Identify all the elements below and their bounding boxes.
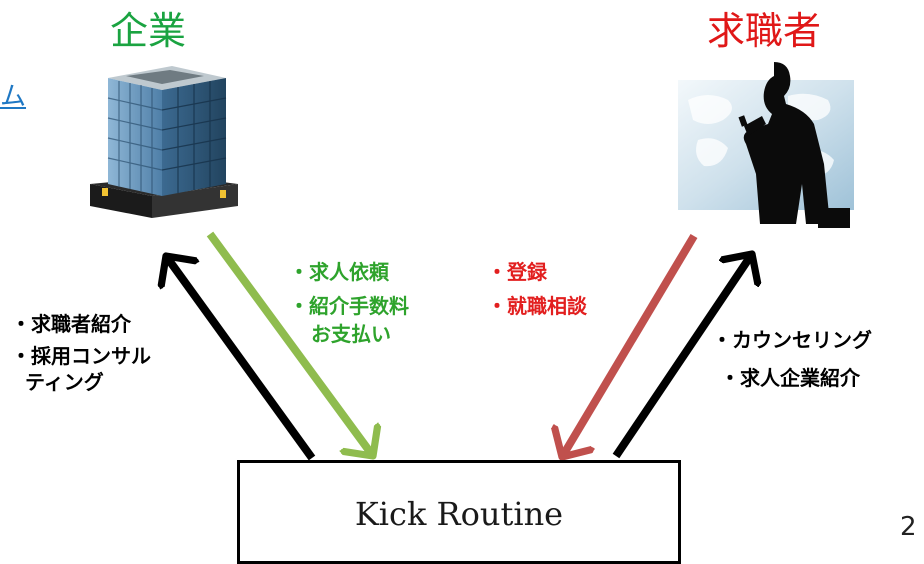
- label-career-consultation: ・就職相談: [487, 294, 587, 318]
- label-registration: ・登録: [487, 260, 547, 284]
- label-payment: お支払い: [311, 322, 391, 346]
- label-counseling: ・カウンセリング: [712, 328, 872, 352]
- label-hiring-consulting: ・採用コンサル: [11, 344, 151, 368]
- job-seeker-title: 求職者: [707, 9, 822, 53]
- kick-routine-label: Kick Routine: [354, 495, 564, 533]
- businessman-silhouette-icon: [678, 62, 854, 228]
- office-building-icon: [90, 66, 238, 218]
- kick-routine-box: Kick Routine: [237, 460, 681, 564]
- arrow-center-to-company: [166, 256, 316, 461]
- company-title: 企業: [110, 9, 187, 53]
- label-job-request: ・求人依頼: [289, 260, 389, 284]
- arrow-company-to-center: [206, 231, 373, 456]
- label-candidate-introduction: ・求職者紹介: [11, 312, 131, 336]
- company-to-center-labels: ・求人依頼 ・紹介手数料 お支払い: [289, 262, 409, 344]
- link-fragment[interactable]: ム: [0, 82, 27, 112]
- arrows-layer: [0, 231, 924, 548]
- center-to-seeker-labels: ・カウンセリング ・求人企業紹介: [712, 330, 872, 388]
- seeker-to-center-labels: ・登録 ・就職相談: [487, 262, 587, 316]
- label-hiring-consulting-cont: ティング: [25, 370, 104, 394]
- arrow-center-to-seeker: [612, 254, 752, 459]
- page-number: 2: [900, 512, 917, 542]
- label-company-introduction: ・求人企業紹介: [720, 366, 860, 390]
- label-referral-fee: ・紹介手数料: [289, 294, 409, 318]
- arrow-seeker-to-center: [562, 233, 698, 457]
- center-to-company-labels: ・求職者紹介 ・採用コンサル ティング: [11, 314, 151, 392]
